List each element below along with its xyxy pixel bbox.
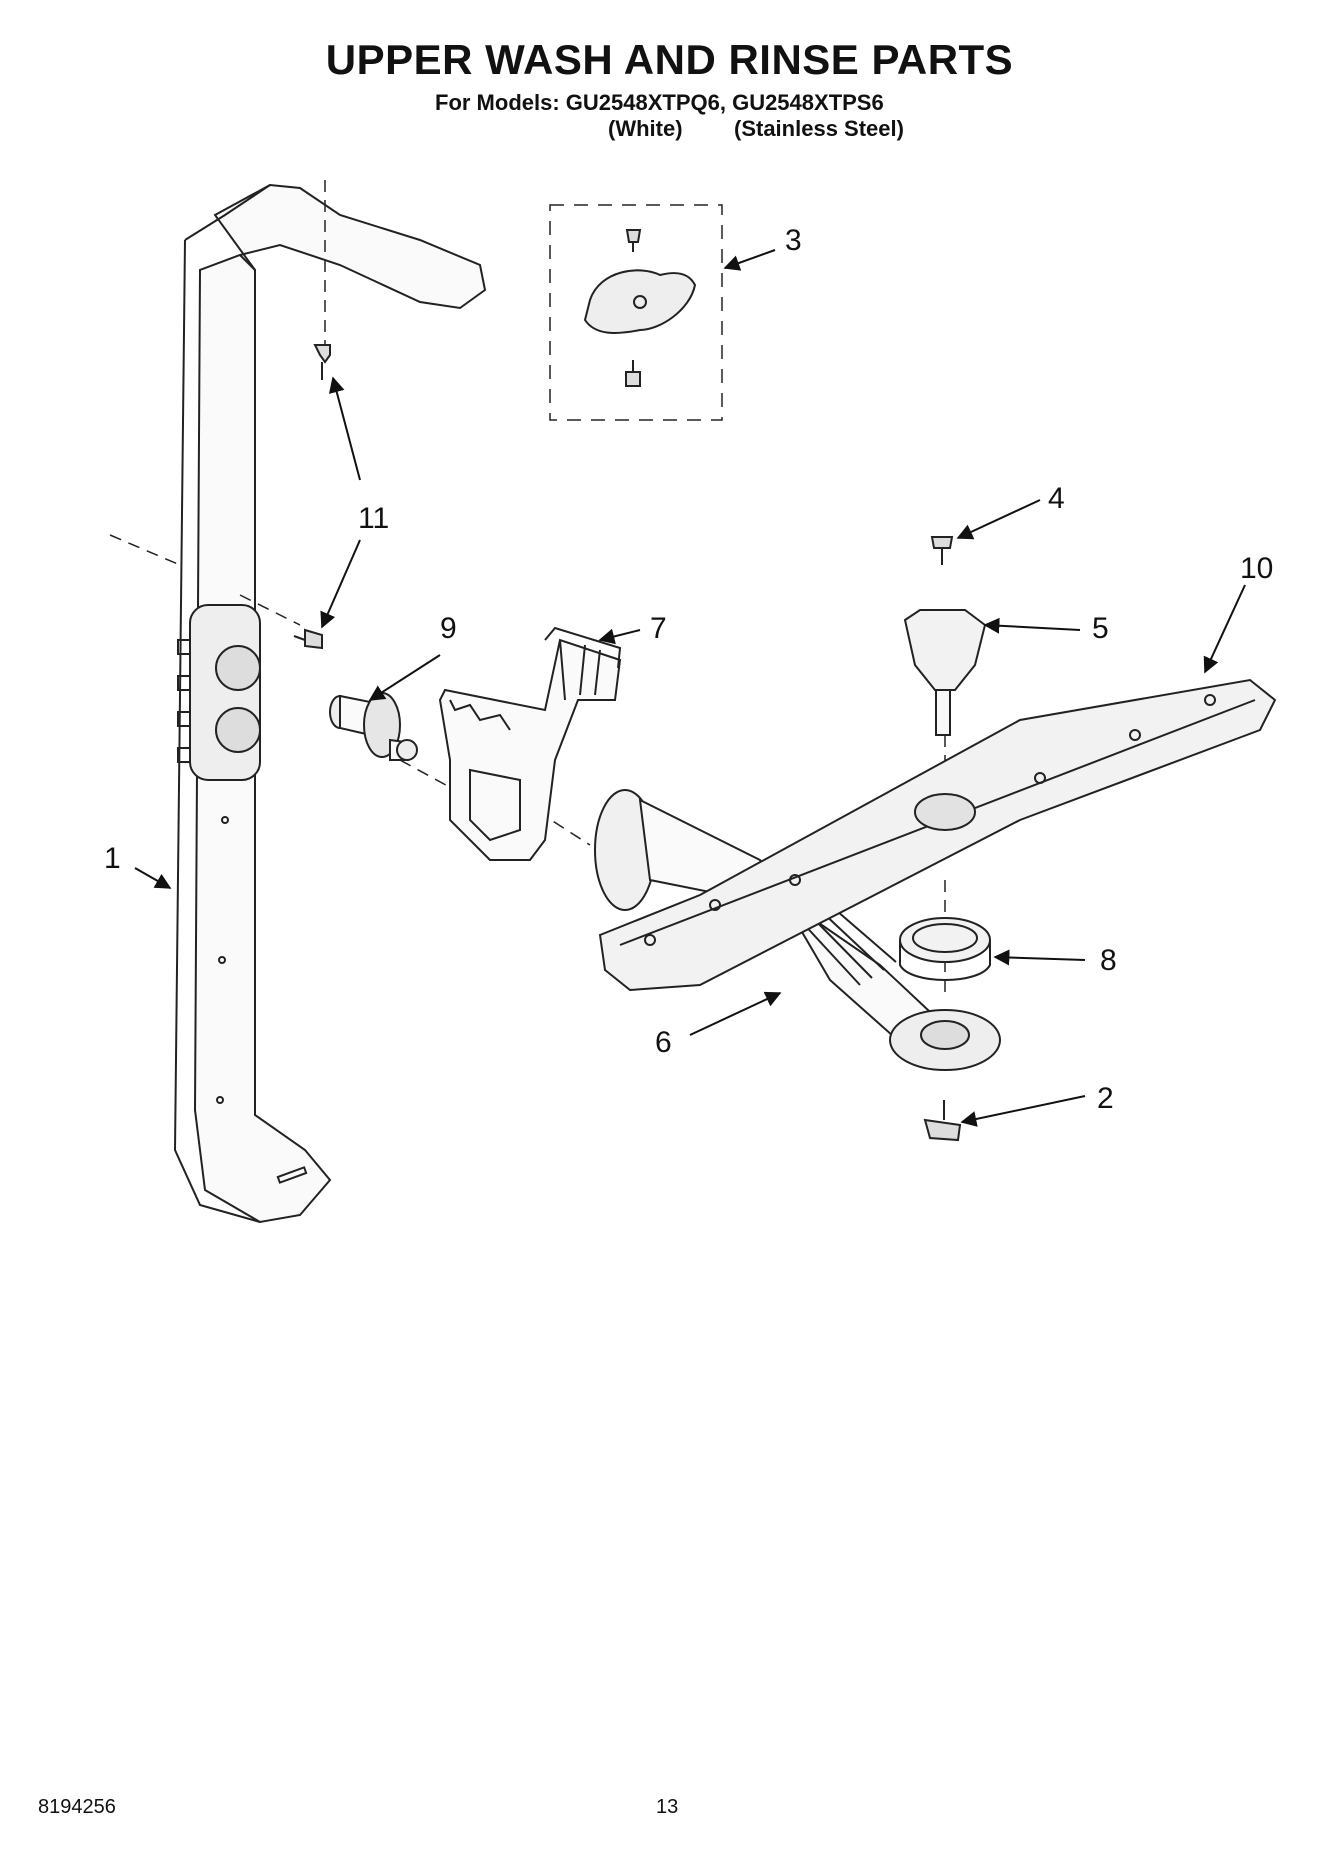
part-7-mounting-bracket: [438, 626, 622, 861]
page-number: 13: [656, 1796, 679, 1818]
models-line: For Models: GU2548XTPQ6, GU2548XTPS6: [435, 90, 884, 115]
part-4-screw: [930, 536, 954, 565]
page-title: UPPER WASH AND RINSE PARTS: [325, 36, 1014, 83]
callout-7: 7: [650, 612, 667, 645]
callout-6: 6: [655, 1026, 672, 1059]
callout-3: 3: [785, 224, 802, 257]
part-11-screws: [293, 344, 331, 650]
callout-leaders: [134, 249, 1246, 1127]
callout-9: 9: [440, 612, 457, 645]
part-6-spray-arm-manifold: [594, 789, 1001, 1071]
callout-labels: 1 2 3 4 5 6 7 8 9 10 11: [104, 224, 1273, 1115]
finish-white-label: (White): [608, 116, 683, 141]
part-10-upper-spray-arm: [598, 678, 1277, 992]
callout-5: 5: [1092, 612, 1109, 645]
callout-2: 2: [1097, 1082, 1114, 1115]
callout-1: 1: [104, 842, 121, 875]
callout-8: 8: [1100, 944, 1117, 977]
part-1-manifold-tube: [173, 183, 487, 1224]
part-9-inlet-fitting: [329, 692, 418, 761]
callout-4: 4: [1048, 482, 1065, 515]
part-5-hub: [903, 609, 987, 736]
callout-10: 10: [1240, 552, 1273, 585]
callout-11: 11: [358, 502, 389, 535]
finish-stainless-label: (Stainless Steel): [734, 116, 904, 141]
part-2-screw: [923, 1100, 962, 1142]
part-number: 8194256: [38, 1796, 116, 1818]
part-8-seal-ring: [899, 917, 991, 981]
part-3-spray-arm-bracket: [549, 204, 723, 421]
